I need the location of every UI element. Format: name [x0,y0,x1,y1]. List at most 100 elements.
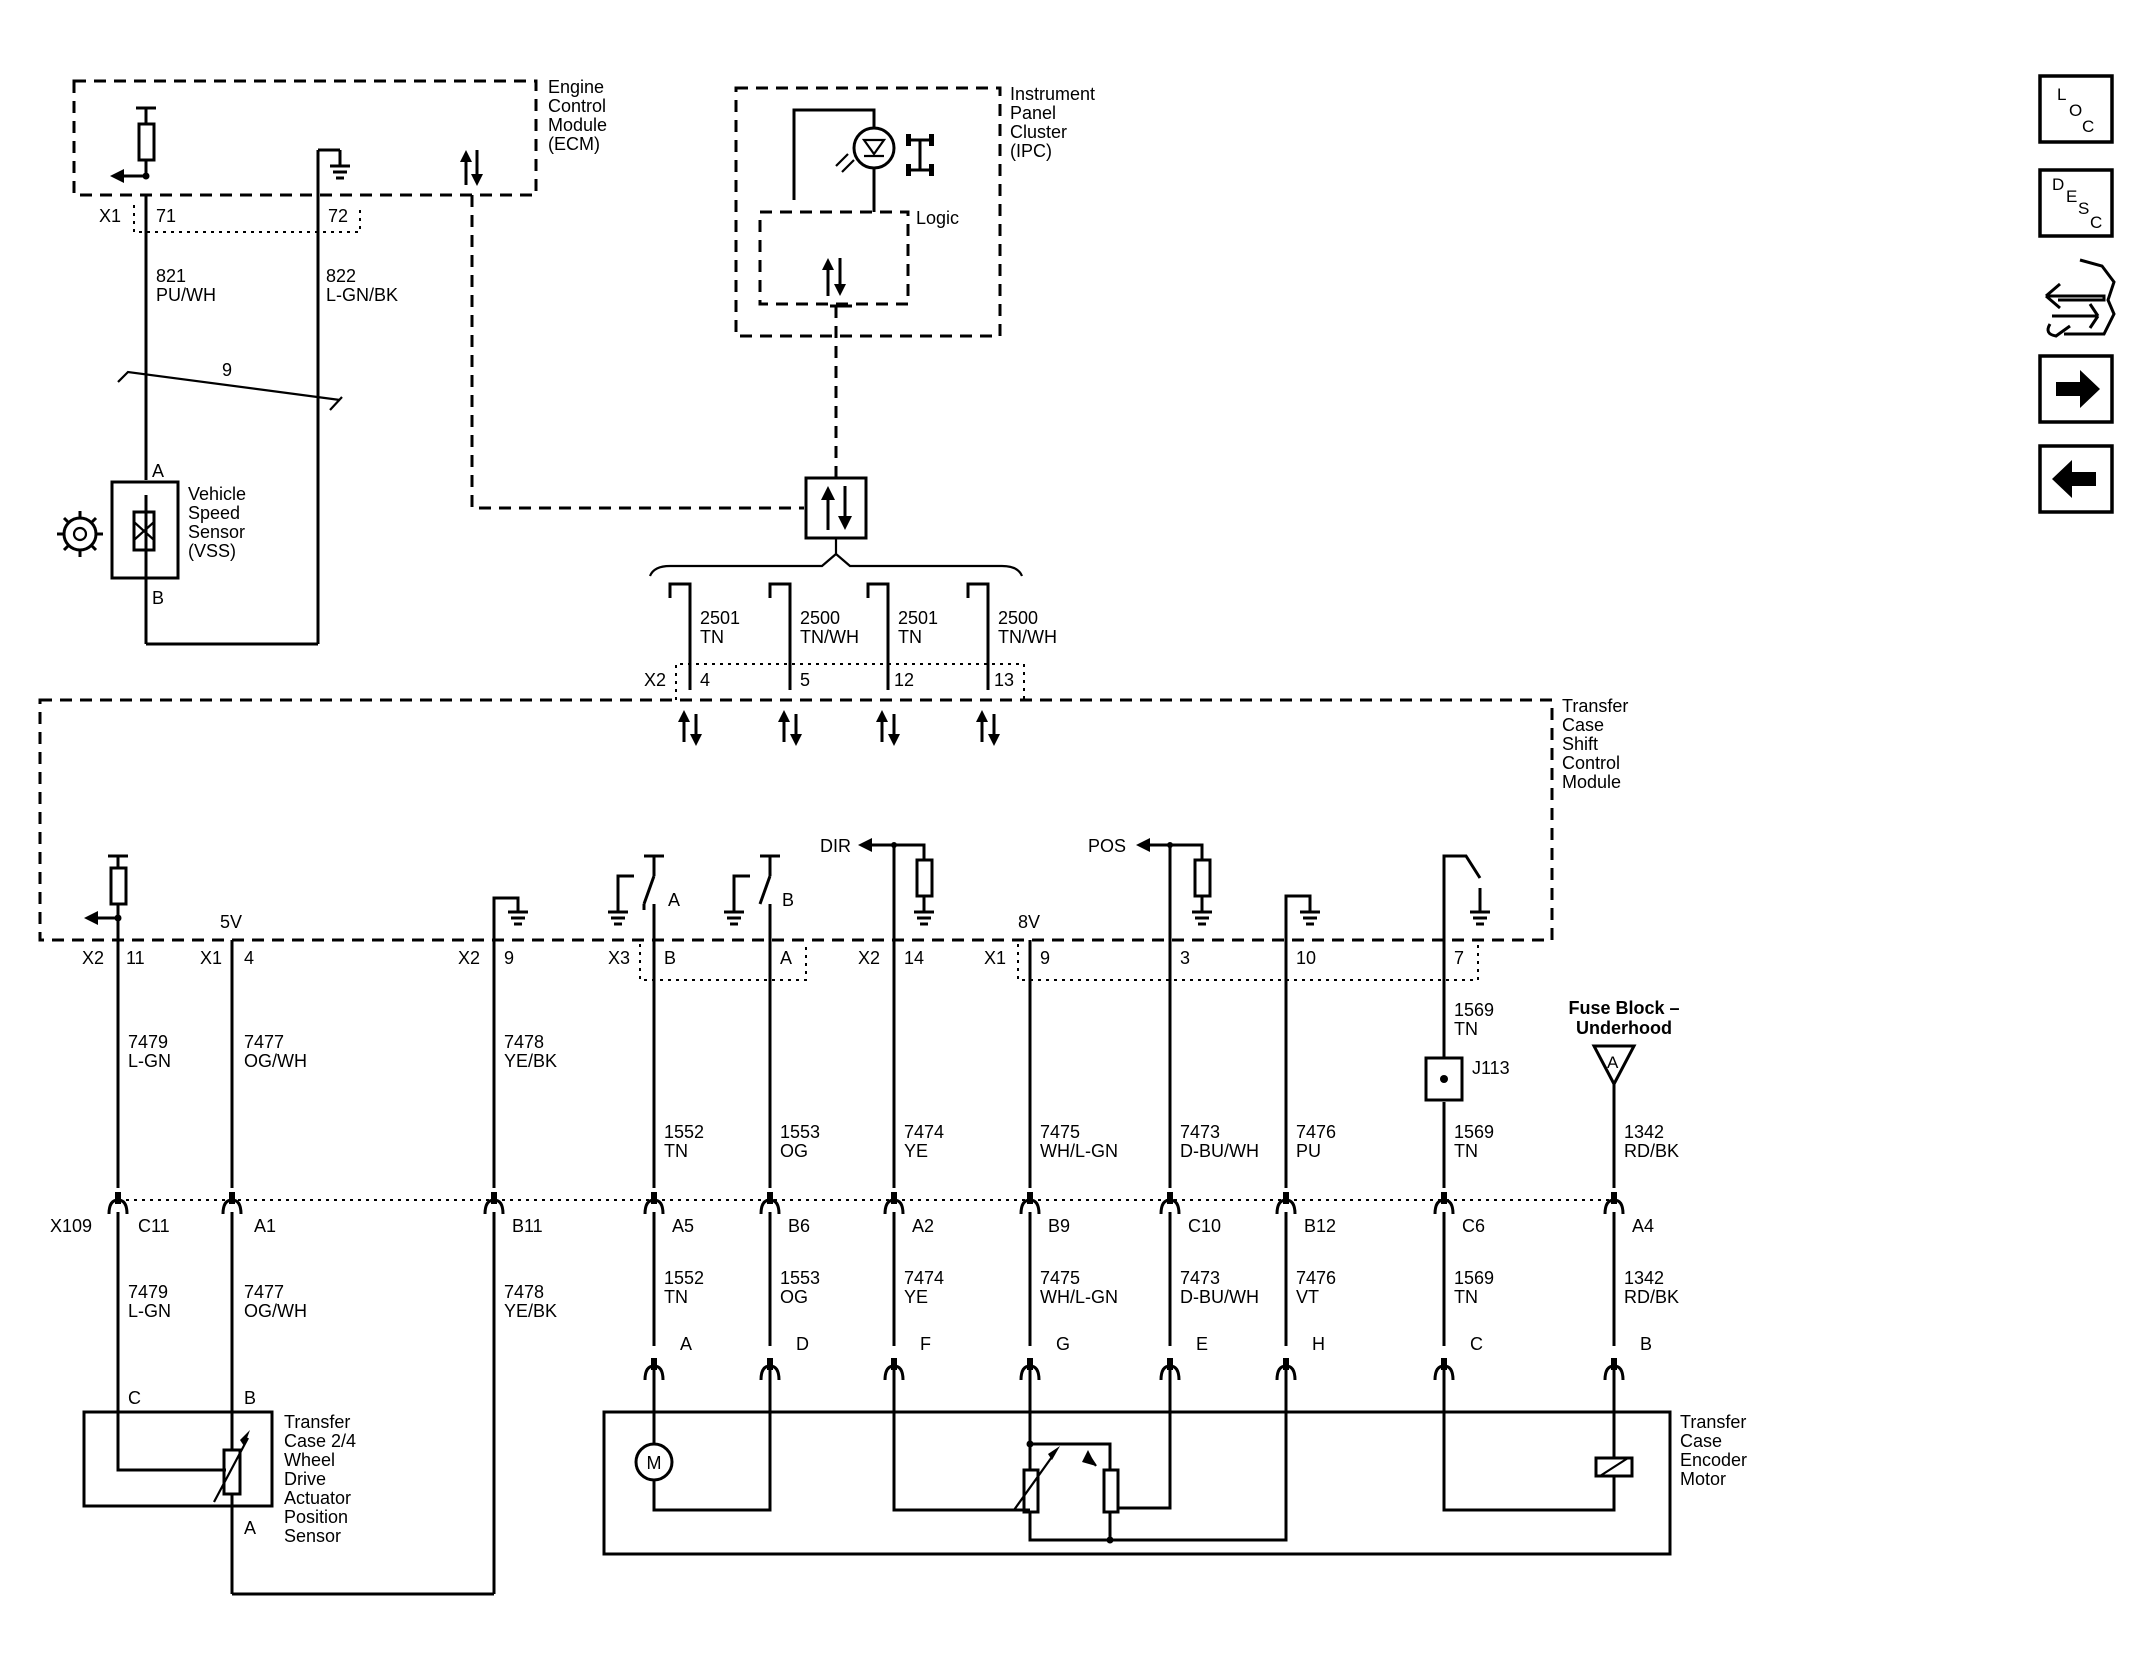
x109-terminals [107,1192,1625,1215]
lw-7478-circuit: 7478 [504,1282,544,1302]
uw-7477-color: OG/WH [244,1051,307,1071]
indicator-lamp-icon [852,126,896,170]
nav-loc-letter-1: L [2057,85,2066,104]
actuator-label-3: Wheel [284,1450,335,1470]
actuator-position-sensor: C B A Transfer Case 2/4 Wheel Drive Actu… [82,1388,494,1596]
pin-x1-4: 4 [244,948,254,968]
uw-1569b-circuit: 1569 [1454,1122,1494,1142]
pin-x3-b: B [664,948,676,968]
encoder-pin-a: A [680,1334,692,1354]
x109-terminal-pin [651,1192,657,1204]
x109-pin-b9: B9 [1048,1216,1070,1236]
x109-terminal-pin [1611,1192,1617,1204]
lw-7479-circuit: 7479 [128,1282,168,1302]
lw-1552-circuit: 1552 [664,1268,704,1288]
encoder-terminal-pin [1283,1358,1289,1370]
actuator-label-2: Case 2/4 [284,1431,356,1451]
ecm-label-1: Engine [548,77,604,97]
dir-label: DIR [820,836,851,856]
x109-pin-c11: C11 [138,1216,170,1236]
encoder-pin-e: E [1196,1334,1208,1354]
arrow-right-icon [2056,370,2100,408]
ecm-connector: X1 [99,206,121,226]
vss-label-4: (VSS) [188,541,236,561]
next-page-button[interactable] [2038,354,2114,424]
ipc-label-1: Instrument [1010,84,1095,104]
nav-loc-button[interactable]: L O C [2038,74,2114,144]
tcscm-label-3: Shift [1562,734,1598,754]
lw-1552-color: TN [664,1287,688,1307]
uw-7473-circuit: 7473 [1180,1122,1220,1142]
conn-x3: X3 [608,948,630,968]
lw-7475-color: WH/L-GN [1040,1287,1118,1307]
serial-wire-1-circuit: 2501 [700,608,740,628]
actuator-label-1: Transfer [284,1412,350,1432]
upper-wires [116,940,1616,1188]
vss-pin-b: B [152,588,164,608]
lw-1553-circuit: 1553 [780,1268,820,1288]
x109-terminal-pin [491,1192,497,1204]
wire-822-color: L-GN/BK [326,285,398,305]
lw-1553-color: OG [780,1287,808,1307]
prev-page-button[interactable] [2038,444,2114,514]
lw-7476-color: VT [1296,1287,1319,1307]
switch-a-label: A [668,890,680,910]
ecm-label-3: Module [548,115,607,135]
tcscm-label-5: Module [1562,772,1621,792]
encoder-terminal-pin [1167,1358,1173,1370]
fuse-block: Fuse Block – Underhood A [1568,998,1680,1088]
transfer-case-shift-control-module: Transfer Case Shift Control Module 5V A [38,696,1628,942]
connector-tool-icon[interactable] [2045,258,2116,338]
lw-1569-circuit: 1569 [1454,1268,1494,1288]
pin-x1-7: 7 [1454,948,1464,968]
ecm-pin-71: 71 [156,206,176,226]
serial-pin-5: 5 [800,670,810,690]
tcscm-label-1: Transfer [1562,696,1628,716]
x109-terminal-pin [115,1192,121,1204]
uw-1552-color: TN [664,1141,688,1161]
ipc-logic-label: Logic [916,208,959,228]
nav-desc-button[interactable]: D E S C [2038,168,2114,238]
vss-label-2: Speed [188,503,240,523]
serial-wire-3-circuit: 2501 [898,608,938,628]
vss-pin-a: A [152,461,164,481]
uw-1342-color: RD/BK [1624,1141,1679,1161]
x109-pin-b12: B12 [1304,1216,1336,1236]
x109-pin-c10: C10 [1188,1216,1221,1236]
serial-pin-12: 12 [894,670,914,690]
lw-7475-circuit: 7475 [1040,1268,1080,1288]
uw-7474-circuit: 7474 [904,1122,944,1142]
conn-x2-a: X2 [82,948,104,968]
arrow-left-icon [2052,460,2096,498]
transfer-case-encoder-motor: Transfer Case Encoder Motor A D F G E H … [602,1334,1747,1556]
x109-terminal-pin [1283,1192,1289,1204]
8v-label: 8V [1018,912,1040,932]
uw-1569b-color: TN [1454,1141,1478,1161]
gear-icon [57,511,103,557]
nav-desc-letter-1: D [2052,175,2064,194]
serial-wires: 2501 TN 2500 TN/WH 2501 TN 2500 TN/WH X2… [644,582,1057,746]
tcscm-label-4: Control [1562,753,1620,773]
lw-7474-circuit: 7474 [904,1268,944,1288]
encoder-terminal-pin [767,1358,773,1370]
conn-x2-c: X2 [858,948,880,968]
encoder-pin-h: H [1312,1334,1325,1354]
wire-821-color: PU/WH [156,285,216,305]
4wd-icon [906,134,934,176]
nav-loc-letter-2: O [2069,101,2082,120]
actuator-pin-b: B [244,1388,256,1408]
uw-7475-color: WH/L-GN [1040,1141,1118,1161]
uw-7477-circuit: 7477 [244,1032,284,1052]
j113-splice: J113 [1424,1056,1510,1102]
x109-pin-a2: A2 [912,1216,934,1236]
encoder-pin-g: G [1056,1334,1070,1354]
actuator-label-7: Sensor [284,1526,341,1546]
pin-x1-10: 10 [1296,948,1316,968]
actuator-pin-a: A [244,1518,256,1538]
lower-wires [116,1212,1616,1594]
encoder-pin-c: C [1470,1334,1483,1354]
actuator-label-5: Actuator [284,1488,351,1508]
x109-terminal-pin [1027,1192,1033,1204]
uw-7474-color: YE [904,1141,928,1161]
x109-terminal-pin [229,1192,235,1204]
